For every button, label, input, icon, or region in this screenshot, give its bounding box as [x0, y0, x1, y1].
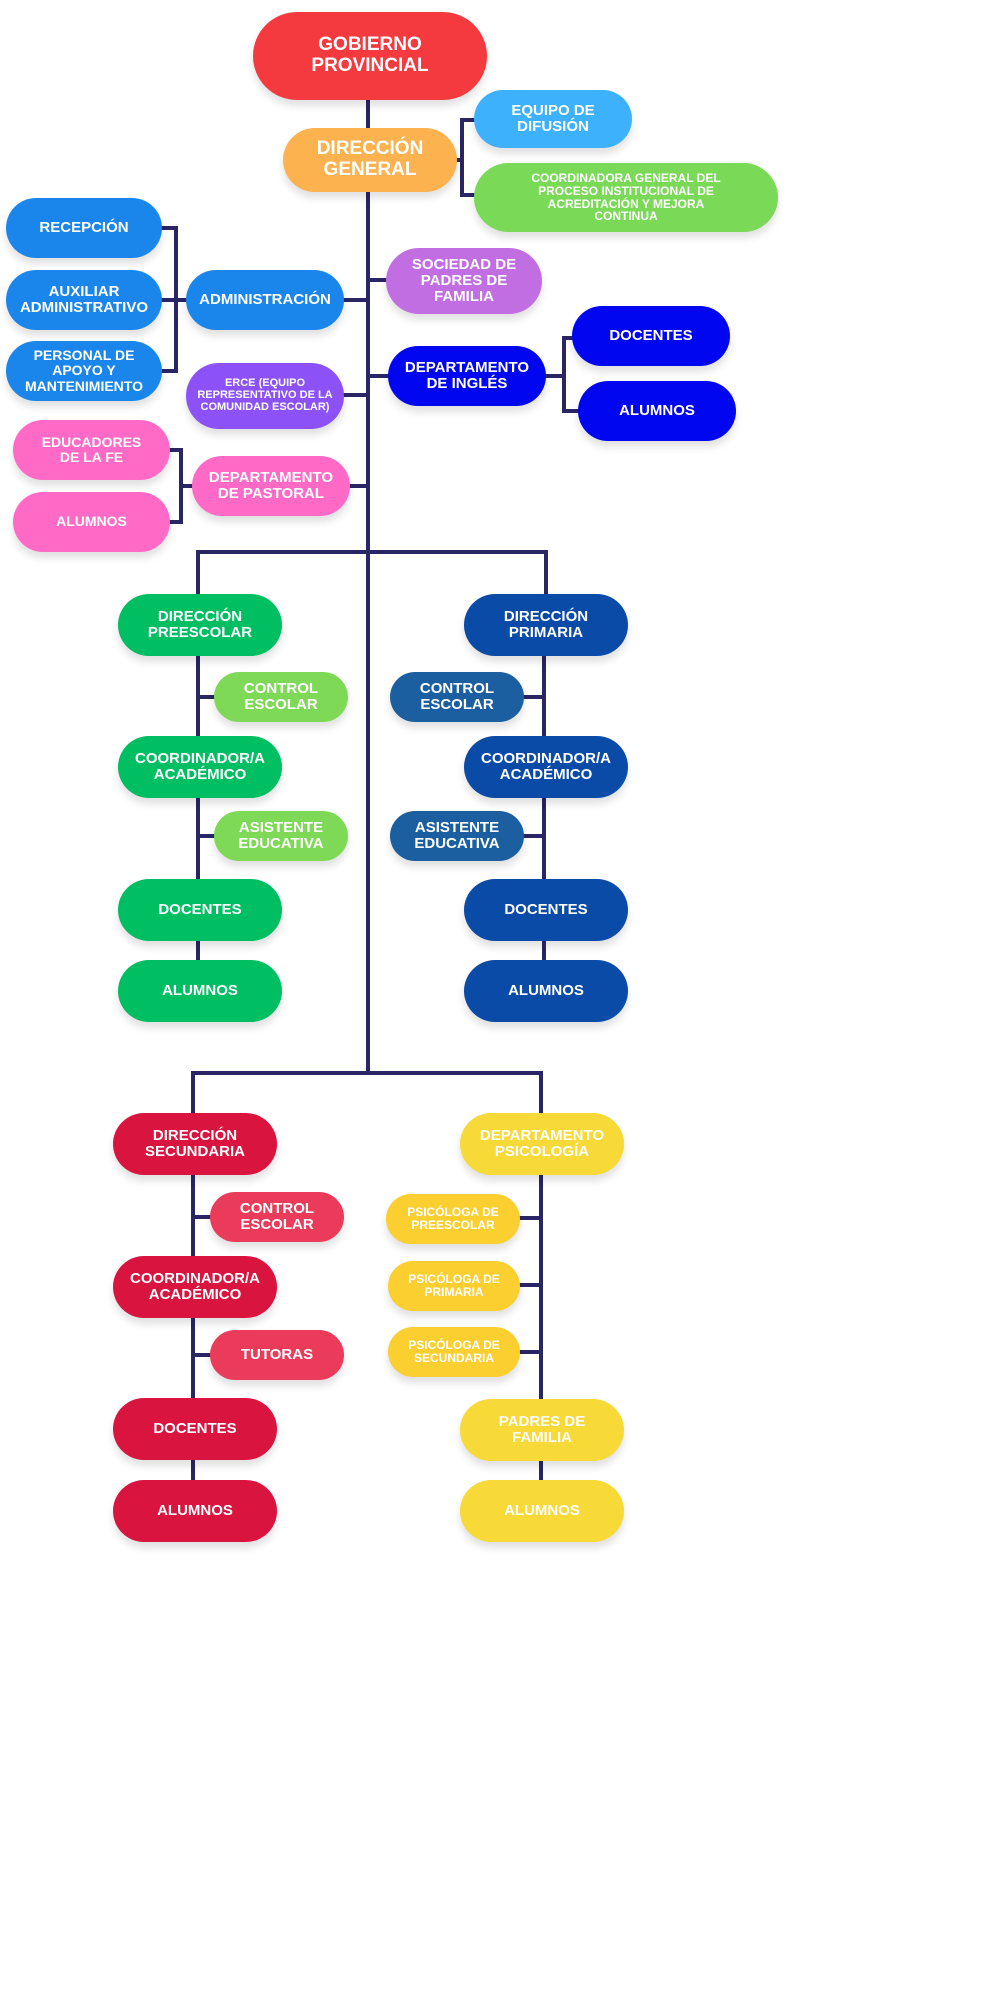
- node-educadores-fe: EDUCADORES DE LA FE: [13, 420, 170, 480]
- node-sec-tutoras: TUTORAS: [210, 1330, 344, 1380]
- node-sec-control-escolar: CONTROL ESCOLAR: [210, 1192, 344, 1242]
- node-sec-alumnos: ALUMNOS: [113, 1480, 277, 1542]
- node-direccion-secundaria: DIRECCIÓN SECUNDARIA: [113, 1113, 277, 1175]
- node-departamento-psicologia: DEPARTAMENTO PSICOLOGÍA: [460, 1113, 624, 1175]
- node-pre-docentes: DOCENTES: [118, 879, 282, 941]
- node-pastoral-alumnos: ALUMNOS: [13, 492, 170, 552]
- node-direccion-general: DIRECCIÓN GENERAL: [283, 128, 457, 192]
- node-sociedad-padres: SOCIEDAD DE PADRES DE FAMILIA: [386, 248, 542, 314]
- node-gobierno-provincial: GOBIERNO PROVINCIAL: [253, 12, 487, 100]
- node-administracion: ADMINISTRACIÓN: [186, 270, 344, 330]
- node-pre-control-escolar: CONTROL ESCOLAR: [214, 672, 348, 722]
- node-equipo-difusion: EQUIPO DE DIFUSIÓN: [474, 90, 632, 148]
- node-direccion-preescolar: DIRECCIÓN PREESCOLAR: [118, 594, 282, 656]
- node-sec-docentes: DOCENTES: [113, 1398, 277, 1460]
- node-pre-coordinador: COORDINADOR/A ACADÉMICO: [118, 736, 282, 798]
- node-pri-docentes: DOCENTES: [464, 879, 628, 941]
- node-departamento-ingles: DEPARTAMENTO DE INGLÉS: [388, 346, 546, 406]
- node-pri-coordinador: COORDINADOR/A ACADÉMICO: [464, 736, 628, 798]
- node-pri-alumnos: ALUMNOS: [464, 960, 628, 1022]
- node-pri-control-escolar: CONTROL ESCOLAR: [390, 672, 524, 722]
- node-padres-familia: PADRES DE FAMILIA: [460, 1399, 624, 1461]
- org-chart: GOBIERNO PROVINCIAL DIRECCIÓN GENERAL EQ…: [6, 12, 778, 1542]
- node-pre-alumnos: ALUMNOS: [118, 960, 282, 1022]
- node-recepcion: RECEPCIÓN: [6, 198, 162, 258]
- node-erce: ERCE (EQUIPO REPRESENTATIVO DE LA COMUNI…: [186, 363, 344, 429]
- node-psicologa-preescolar: PSICÓLOGA DE PREESCOLAR: [386, 1194, 520, 1244]
- node-pre-asistente: ASISTENTE EDUCATIVA: [214, 811, 348, 861]
- node-ingles-alumnos: ALUMNOS: [578, 381, 736, 441]
- node-departamento-pastoral: DEPARTAMENTO DE PASTORAL: [192, 456, 350, 516]
- node-pri-asistente: ASISTENTE EDUCATIVA: [390, 811, 524, 861]
- node-psi-alumnos: ALUMNOS: [460, 1480, 624, 1542]
- node-direccion-primaria: DIRECCIÓN PRIMARIA: [464, 594, 628, 656]
- node-psicologa-secundaria: PSICÓLOGA DE SECUNDARIA: [388, 1327, 520, 1377]
- node-sec-coordinador: COORDINADOR/A ACADÉMICO: [113, 1256, 277, 1318]
- node-ingles-docentes: DOCENTES: [572, 306, 730, 366]
- node-personal-apoyo: PERSONAL DE APOYO Y MANTENIMIENTO: [6, 341, 162, 401]
- node-psicologa-primaria: PSICÓLOGA DE PRIMARIA: [388, 1261, 520, 1311]
- node-auxiliar-administrativo: AUXILIAR ADMINISTRATIVO: [6, 270, 162, 330]
- node-coordinadora-general: COORDINADORA GENERAL DEL PROCESO INSTITU…: [474, 163, 778, 232]
